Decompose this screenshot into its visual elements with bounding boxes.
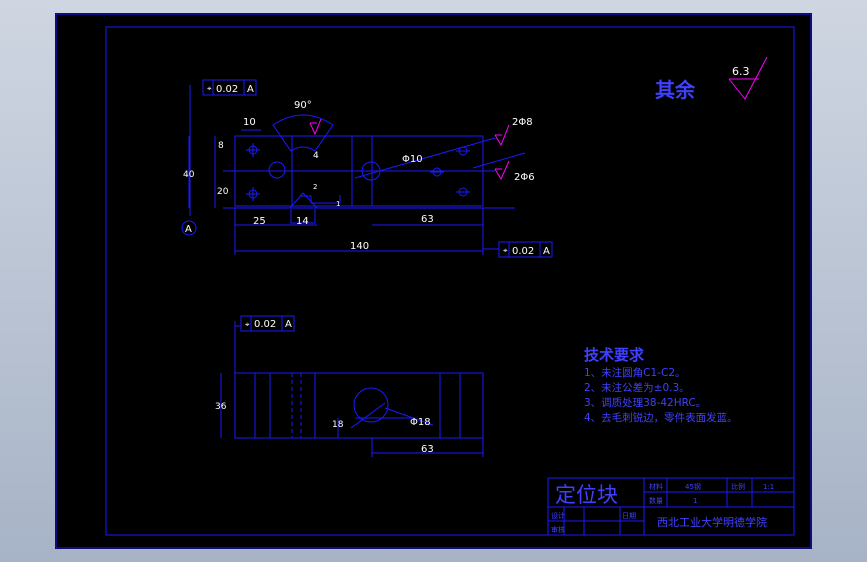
dia-10-label: Φ10 bbox=[402, 154, 423, 165]
angle-label: 90° bbox=[294, 100, 312, 111]
side-dim-18: 18 bbox=[332, 420, 344, 430]
roughness-other-label: 其余 bbox=[655, 78, 696, 102]
tech-req-item: 4、去毛刺锐边，零件表面发蓝。 bbox=[584, 411, 738, 424]
side-fcf-datum: A bbox=[285, 319, 292, 330]
side-view bbox=[220, 315, 484, 457]
dim-140-label: 140 bbox=[350, 241, 369, 252]
dim-14-label: 14 bbox=[296, 216, 309, 227]
side-dia-18: Φ18 bbox=[410, 417, 431, 428]
fcf-bottom-datum: A bbox=[543, 246, 550, 257]
angle-sector bbox=[272, 114, 334, 152]
side-dim-36: 36 bbox=[215, 402, 227, 412]
drawing-frame bbox=[105, 26, 795, 536]
tech-req-item: 1、未注圆角C1-C2。 bbox=[584, 366, 686, 379]
roughness-symbol-2d6 bbox=[494, 160, 510, 181]
part-name: 定位块 bbox=[555, 483, 618, 507]
checker-label: 审核 bbox=[551, 525, 565, 534]
scale-value: 1:1 bbox=[763, 483, 774, 491]
side-dim-63: 63 bbox=[421, 444, 434, 455]
roughness-symbol-sector bbox=[309, 118, 322, 136]
roughness-value: 6.3 bbox=[732, 65, 750, 78]
datum-a-symbol bbox=[181, 220, 197, 236]
fcf-top-tol: 0.02 bbox=[216, 84, 238, 95]
roughness-symbol-general bbox=[728, 56, 768, 100]
material-value: 45钢 bbox=[685, 482, 701, 491]
dim-2-label: 2 bbox=[313, 183, 317, 191]
dim-4-label: 4 bbox=[313, 151, 319, 161]
dim-8-label: 8 bbox=[218, 141, 224, 151]
title-block bbox=[547, 477, 795, 536]
dim-1-label: 1 bbox=[336, 200, 340, 208]
dim-10-label: 10 bbox=[243, 117, 256, 128]
material-label: 材料 bbox=[649, 482, 663, 491]
fcf-bottom-tol: 0.02 bbox=[512, 246, 534, 257]
svg-text:⌖: ⌖ bbox=[207, 84, 212, 93]
tech-req-item: 3、调质处理38-42HRC。 bbox=[584, 397, 706, 409]
drawing-canvas: 10 8 4 40 20 2 1 25 14 63 140 Φ10 90° 2Φ… bbox=[55, 13, 812, 549]
institution-name: 西北工业大学明德学院 bbox=[657, 515, 767, 529]
side-fcf-tol: 0.02 bbox=[254, 319, 276, 330]
designer-label: 设计 bbox=[551, 511, 565, 520]
drawing-sheet: 10 8 4 40 20 2 1 25 14 63 140 Φ10 90° 2Φ… bbox=[55, 13, 812, 549]
svg-text:⌖: ⌖ bbox=[503, 246, 508, 255]
quantity-value: 1 bbox=[693, 497, 697, 505]
roughness-symbol-2d8 bbox=[494, 124, 510, 147]
roughness-2d8-label: 2Φ8 bbox=[512, 117, 533, 128]
fcf-top bbox=[202, 79, 257, 96]
front-view bbox=[181, 79, 553, 258]
side-view-outline bbox=[234, 372, 484, 439]
dim-25-label: 25 bbox=[253, 216, 266, 227]
date-label: 日期 bbox=[622, 512, 636, 520]
dim-40-label: 40 bbox=[183, 170, 195, 180]
svg-text:⌖: ⌖ bbox=[245, 320, 250, 329]
scale-label: 比例 bbox=[731, 482, 745, 491]
outer-border bbox=[55, 13, 812, 549]
datum-a-letter: A bbox=[185, 224, 192, 235]
dim-63-label: 63 bbox=[421, 214, 434, 225]
fcf-top-datum: A bbox=[247, 84, 254, 95]
tech-req-item: 2、未注公差为±0.3。 bbox=[584, 381, 690, 394]
roughness-2d6-label: 2Φ6 bbox=[514, 172, 535, 183]
quantity-label: 数量 bbox=[649, 496, 663, 505]
dim-20-label: 20 bbox=[217, 187, 229, 197]
side-fcf bbox=[240, 315, 295, 332]
tech-req-title: 技术要求 bbox=[584, 346, 645, 364]
